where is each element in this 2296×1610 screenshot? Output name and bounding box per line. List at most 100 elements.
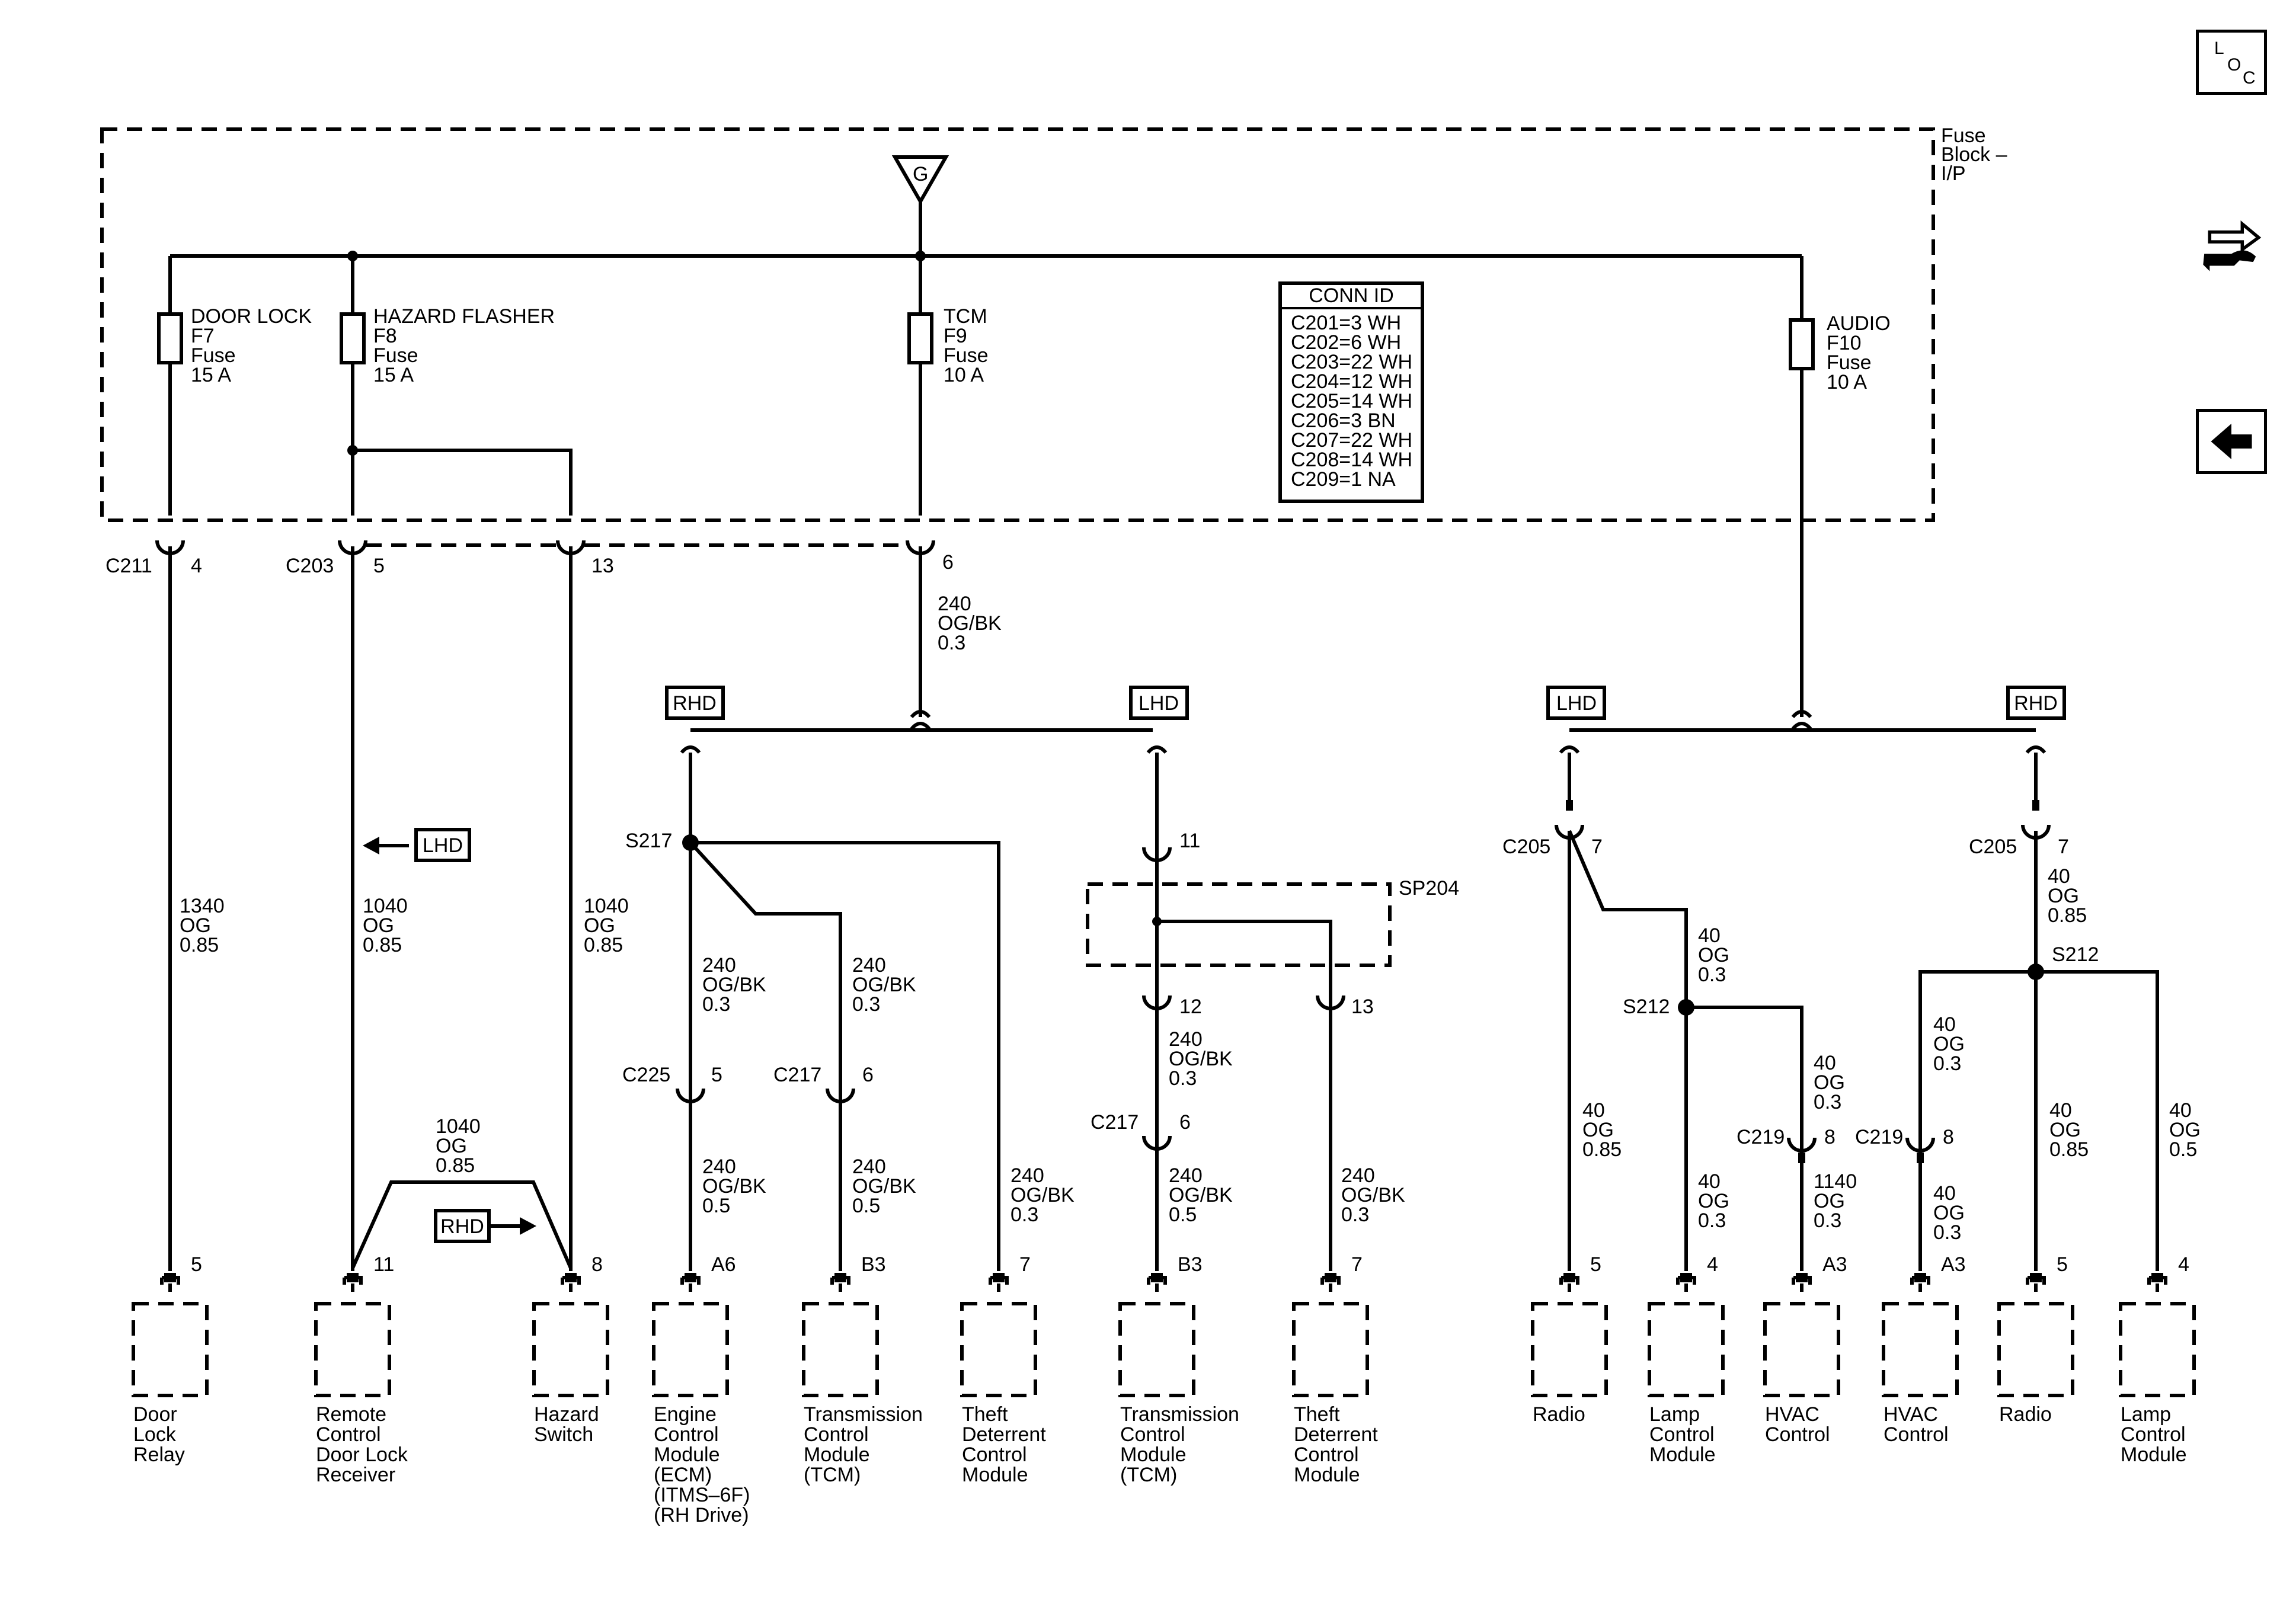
wire-label: 1040 [436, 1115, 481, 1138]
terminal [1793, 1273, 1810, 1292]
component-label: Theft [1294, 1403, 1340, 1426]
conn-id-row: C205=14 WH [1291, 390, 1412, 412]
sp204-pin-a: 12 [1179, 996, 1202, 1018]
fuse-f10-name: AUDIO [1827, 312, 1891, 335]
fuse-f8: HAZARD FLASHER F8 Fuse 15 A [340, 256, 573, 516]
wire-theft-rhd [690, 841, 1000, 1271]
fuse-f9-id: F9 [944, 325, 967, 347]
component-label: Module [1120, 1443, 1187, 1466]
c203-pin-5: 5 [373, 555, 385, 577]
fuse-f9-name: TCM [944, 305, 987, 328]
wire-label: OG/BK [702, 1175, 766, 1198]
wire-label: OG/BK [852, 974, 916, 996]
conn-id-row: C204=12 WH [1291, 370, 1412, 393]
wire-label: 0.5 [1169, 1204, 1197, 1226]
component-pin: 5 [2057, 1253, 2068, 1276]
component-label: Module [654, 1443, 720, 1466]
terminal [562, 1273, 579, 1292]
wire-lamp-lhd [1568, 830, 1688, 1271]
component-label: Switch [534, 1423, 593, 1446]
wire-label: 0.85 [584, 934, 623, 956]
fuse-f9: TCM F9 Fuse 10 A [907, 256, 989, 516]
wire-label: OG/BK [702, 974, 766, 996]
c217-label: C217 [1091, 1111, 1139, 1134]
wire-tcm-rhd [689, 841, 842, 1271]
wire-label: 0.3 [702, 993, 730, 1016]
lhd-tag: LHD [1139, 692, 1179, 715]
c217-label: C217 [773, 1064, 821, 1086]
s212-label: S212 [2052, 943, 2099, 966]
component-box [1118, 1302, 1195, 1397]
component-pin: 7 [1019, 1253, 1031, 1276]
component-label: Remote [316, 1403, 386, 1426]
component-pin: A6 [711, 1253, 736, 1276]
terminal [2149, 1273, 2166, 1292]
component-box [960, 1302, 1037, 1397]
fuse-f10-rating: 10 A [1827, 371, 1867, 393]
fuse-f9-type: Fuse [944, 344, 989, 367]
component-label: Lamp [1649, 1403, 1700, 1426]
wrench-arrows-icon[interactable] [2196, 210, 2267, 276]
fuse-f10-id: F10 [1827, 332, 1862, 354]
wire-label: 40 [1582, 1099, 1605, 1122]
wire-label: OG [1698, 1190, 1729, 1212]
wire-label: OG/BK [1169, 1184, 1233, 1206]
wire-label: OG [2169, 1119, 2201, 1141]
component-label: Relay [133, 1443, 185, 1466]
component-label: Radio [1533, 1403, 1585, 1426]
c203-pin-6: 6 [942, 551, 954, 574]
fuse-f7-id: F7 [191, 325, 215, 347]
terminal [832, 1273, 849, 1292]
component-label: Radio [1999, 1403, 2052, 1426]
component-pin: 4 [2178, 1253, 2189, 1276]
wire-label: OG/BK [1169, 1048, 1233, 1070]
component-label: Deterrent [962, 1423, 1046, 1446]
wire-label: 0.85 [2048, 904, 2087, 927]
ground-symbol: G [891, 155, 949, 256]
wire-label: 0.5 [852, 1195, 880, 1217]
fuse-block-label-1: Fuse [1941, 124, 1986, 147]
component-box [1531, 1302, 1608, 1397]
component-label: Receiver [316, 1464, 395, 1486]
c205-pin: 7 [1591, 836, 1603, 858]
component-pin: 8 [591, 1253, 603, 1276]
fuse-block: Fuse Block – I/P G DOOR LOCK F7 Fuse 15 … [100, 124, 2007, 522]
component-label: Module [1649, 1443, 1716, 1466]
lhd-tag: LHD [1556, 692, 1597, 715]
component-label: Deterrent [1294, 1423, 1378, 1446]
wire-label: 40 [2049, 1099, 2072, 1122]
sp204-label: SP204 [1399, 877, 1459, 900]
conn-id-row: C208=14 WH [1291, 449, 1412, 471]
wire-rhd-bridge [351, 1180, 573, 1269]
lhd-tag-right: LHD [1546, 686, 1606, 720]
component-box [314, 1302, 391, 1397]
conn-id-row: C206=3 BN [1291, 409, 1396, 432]
conn-id-table: CONN ID C201=3 WH C202=6 WH C203=22 WH C… [1278, 281, 1424, 503]
left-arrow-icon[interactable] [2196, 409, 2267, 474]
component-label: Hazard [534, 1403, 599, 1426]
wire-label: 0.3 [1933, 1052, 1961, 1075]
component-label: Theft [962, 1403, 1008, 1426]
component-label: Module [804, 1443, 870, 1466]
lhd-tag: LHD [423, 834, 463, 857]
wire-label: 40 [1933, 1013, 1956, 1036]
component-label: (RH Drive) [654, 1504, 749, 1526]
c211-pin: 4 [191, 555, 202, 577]
wire-label: 240 [1169, 1028, 1203, 1051]
wire-label: OG [1933, 1202, 1965, 1224]
component-box [132, 1302, 209, 1397]
conn-id-row: C203=22 WH [1291, 351, 1412, 373]
component-label: Control [654, 1423, 719, 1446]
location-button[interactable]: L O C [2196, 30, 2267, 95]
component-pin: 5 [191, 1253, 202, 1276]
wire-label: OG [436, 1135, 467, 1157]
c205-pin: 7 [2058, 836, 2069, 858]
